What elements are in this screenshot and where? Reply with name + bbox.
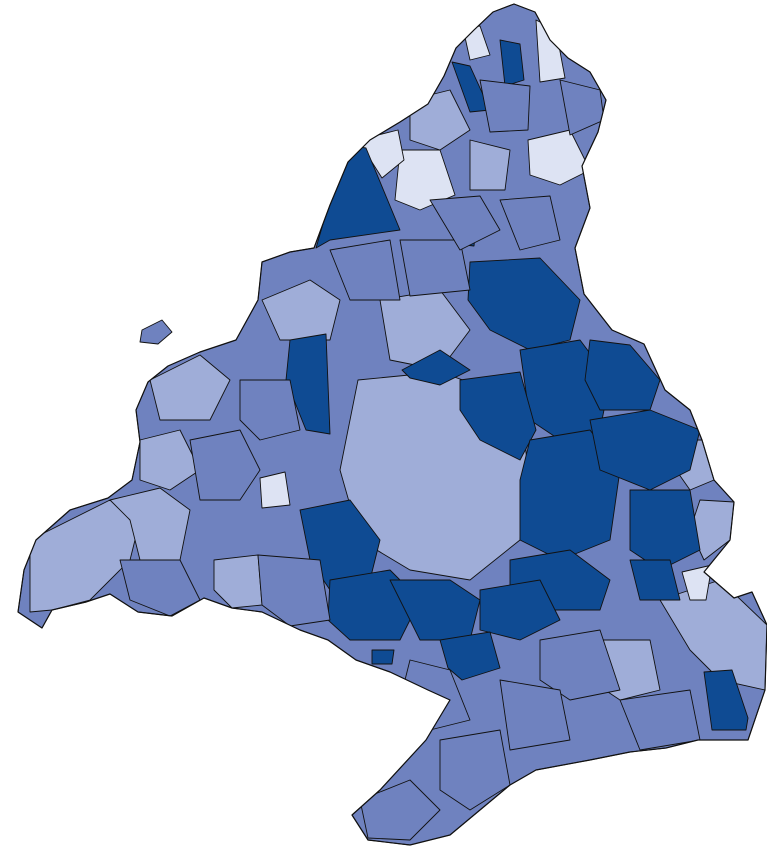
municipality: [499, 195, 561, 251]
municipality: [329, 239, 401, 301]
municipality: [371, 649, 395, 665]
municipality: [539, 629, 621, 701]
municipality: [261, 279, 341, 341]
region-outline: [17, 3, 767, 846]
municipality: [527, 129, 591, 186]
municipality: [469, 139, 511, 191]
municipality: [285, 333, 331, 435]
municipality: [257, 554, 331, 627]
municipality: [401, 349, 471, 386]
municipality: [359, 779, 441, 841]
municipality: [499, 679, 571, 751]
municipality-layer: [29, 19, 767, 841]
municipality: [681, 564, 713, 601]
municipality: [499, 39, 525, 87]
municipality: [149, 354, 231, 421]
municipality: [239, 379, 301, 441]
municipality: [629, 489, 701, 571]
municipality: [139, 429, 201, 491]
municipality: [429, 195, 501, 251]
municipality: [629, 559, 681, 601]
municipality: [389, 579, 481, 641]
municipality: [703, 669, 749, 731]
municipality: [259, 471, 291, 509]
municipality: [399, 239, 471, 297]
municipality: [584, 339, 661, 411]
municipality: [213, 554, 263, 609]
municipality: [357, 129, 405, 179]
enclave-west: [139, 319, 173, 345]
municipality: [189, 429, 261, 501]
municipality: [439, 729, 511, 811]
municipality: [459, 371, 537, 461]
municipality: [439, 631, 501, 681]
municipality: [479, 579, 561, 641]
municipality: [479, 79, 531, 133]
